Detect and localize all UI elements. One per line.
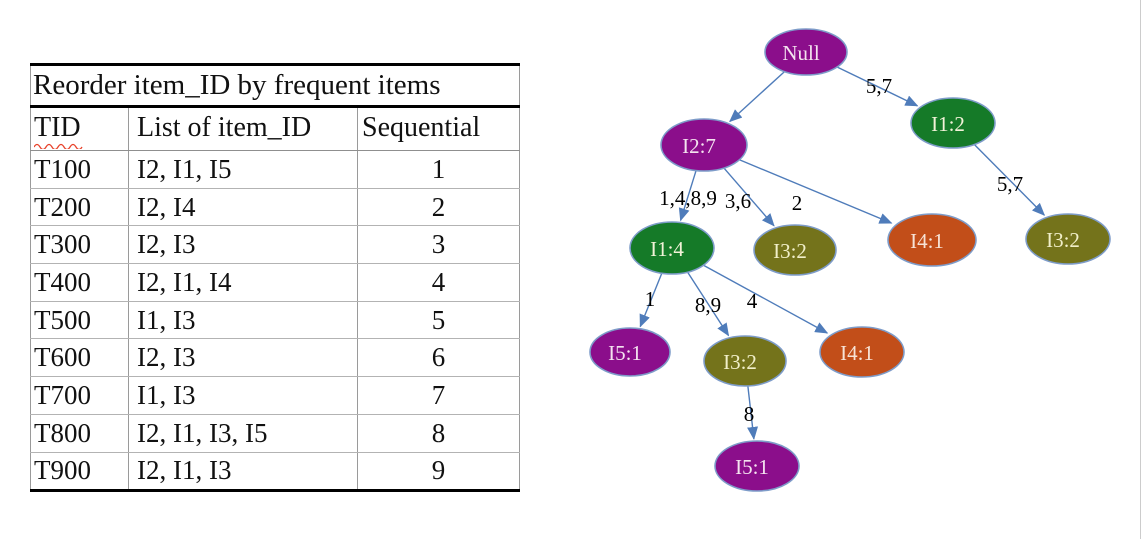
tree-node-i4_1b <box>819 326 905 378</box>
table-title: Reorder item_ID by frequent items <box>29 63 521 108</box>
tree-edge-label: 8,9 <box>695 293 721 317</box>
tree-edge-label: 1,4,8,9 <box>659 186 717 210</box>
spellcheck-squiggle-icon <box>34 143 83 149</box>
column-header-tid-label: TID <box>34 112 81 143</box>
tree-edge-i2_7-i4_1a <box>739 159 893 224</box>
column-header-tid: TID <box>30 106 129 151</box>
tree-node-label-i4_1a: I4:1 <box>910 229 944 253</box>
cell-sequential: 1 <box>356 150 521 189</box>
tree-edge-label: 5,7 <box>866 74 892 98</box>
tree-node-label-i3_2b: I3:2 <box>723 350 757 374</box>
transactions-table: Reorder item_ID by frequent items TID Li… <box>29 63 521 493</box>
tree-node-label-i5_1b: I5:1 <box>735 455 769 479</box>
cell-items: I2, I3 <box>128 338 358 378</box>
tree-node-label-i4_1b: I4:1 <box>840 341 874 365</box>
tree-edge-label: 1 <box>645 287 656 311</box>
table-title-row: Reorder item_ID by frequent items <box>29 63 521 108</box>
tree-node-i2_7 <box>660 118 748 172</box>
tree-edge-label: 3,6 <box>725 189 751 213</box>
cell-sequential: 3 <box>356 225 521 265</box>
tree-node-i4_1a <box>887 213 977 267</box>
table-row: T200 I2, I4 2 <box>30 188 521 227</box>
window-right-border <box>1140 0 1141 539</box>
cell-sequential: 6 <box>356 338 521 378</box>
tree-node-null <box>764 28 848 76</box>
cell-items: I2, I3 <box>128 225 358 265</box>
cell-tid: T600 <box>30 338 129 378</box>
tree-edge-label: 2 <box>792 191 803 215</box>
cell-items: I2, I4 <box>128 188 358 227</box>
cell-tid: T300 <box>30 225 129 265</box>
table-header-row: TID List of item_ID Sequential <box>30 106 521 151</box>
table-row: T800 I2, I1, I3, I5 8 <box>30 414 521 453</box>
column-header-sequential: Sequential <box>356 106 521 151</box>
cell-sequential: 9 <box>356 452 521 493</box>
transactions-table-container: Reorder item_ID by frequent items TID Li… <box>29 63 521 493</box>
cell-items: I1, I3 <box>128 301 358 340</box>
table-row: T400 I2, I1, I4 4 <box>30 263 521 302</box>
tree-node-i5_1a <box>589 327 671 377</box>
table-row: T900 I2, I1, I3 9 <box>30 452 521 493</box>
cell-items: I2, I1, I3, I5 <box>128 414 358 453</box>
table-row: T300 I2, I3 3 <box>30 225 521 265</box>
tree-node-label-i5_1a: I5:1 <box>608 341 642 365</box>
tree-node-i3_2b <box>703 335 787 387</box>
cell-tid: T500 <box>30 301 129 340</box>
tree-node-label-i3_2r: I3:2 <box>1046 228 1080 252</box>
cell-tid: T700 <box>30 376 129 415</box>
tree-edge-i1_2-i3_2r <box>973 144 1046 216</box>
cell-sequential: 7 <box>356 376 521 415</box>
table-row: T500 I1, I3 5 <box>30 301 521 340</box>
cell-items: I2, I1, I4 <box>128 263 358 302</box>
table-row: T100 I2, I1, I5 1 <box>30 150 521 189</box>
cell-tid: T800 <box>30 414 129 453</box>
cell-tid: T100 <box>30 150 129 189</box>
tree-edge-i1_4-i4_1b <box>703 264 829 334</box>
cell-items: I2, I1, I5 <box>128 150 358 189</box>
cell-tid: T400 <box>30 263 129 302</box>
cell-tid: T200 <box>30 188 129 227</box>
cell-sequential: 5 <box>356 301 521 340</box>
tree-node-i3_2a <box>753 224 837 276</box>
cell-sequential: 8 <box>356 414 521 453</box>
tree-node-label-null: Null <box>782 41 820 65</box>
tree-node-label-i3_2a: I3:2 <box>773 239 807 263</box>
tree-node-i5_1b <box>714 440 800 492</box>
cell-sequential: 2 <box>356 188 521 227</box>
tree-node-i1_4 <box>629 221 715 275</box>
tree-node-label-i1_2: I1:2 <box>931 112 965 136</box>
tree-edge-label: 8 <box>744 402 755 426</box>
cell-sequential: 4 <box>356 263 521 302</box>
tree-edge-i2_7-i3_2a <box>723 167 775 227</box>
table-row: T600 I2, I3 6 <box>30 338 521 378</box>
tree-edge-i3_2b-i5_1b <box>747 385 759 440</box>
column-header-list: List of item_ID <box>128 106 358 151</box>
tree-node-i1_2 <box>910 97 996 149</box>
tree-edge-null-i2_7 <box>729 71 785 123</box>
tree-node-label-i1_4: I1:4 <box>650 237 684 261</box>
tree-edge-null-i1_2 <box>836 66 919 107</box>
tree-edge-label: 5,7 <box>997 172 1023 196</box>
cell-items: I1, I3 <box>128 376 358 415</box>
cell-items: I2, I1, I3 <box>128 452 358 493</box>
tree-edge-i2_7-i1_4 <box>678 170 697 222</box>
tree-edge-i1_4-i3_2b <box>687 271 730 337</box>
tree-edge-i1_4-i5_1a <box>639 272 663 328</box>
table-row: T700 I1, I3 7 <box>30 376 521 415</box>
tree-node-i3_2r <box>1025 213 1111 265</box>
tree-edge-label: 4 <box>747 289 758 313</box>
tree-node-label-i2_7: I2:7 <box>682 134 716 158</box>
